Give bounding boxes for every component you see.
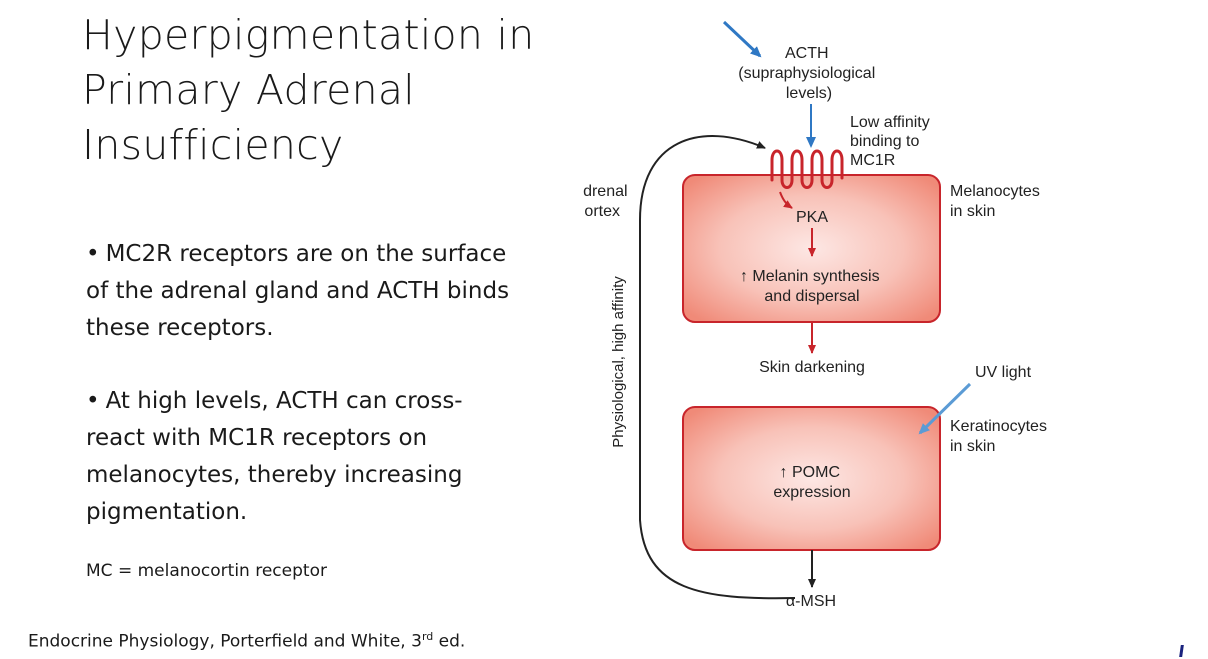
abbreviation-note: MC = melanocortin receptor xyxy=(86,561,327,581)
bullet-mc2r: •MC2R receptors are on the surface of th… xyxy=(86,236,516,347)
skin-darkening-label: Skin darkening xyxy=(759,359,865,376)
melanin-label: ↑ Melanin synthesis and dispersal xyxy=(740,268,884,305)
bullet-mc1r: •At high levels, ACTH can cross-react wi… xyxy=(86,383,516,531)
alpha-msh-label: α-MSH xyxy=(786,593,836,610)
keratinocytes-label: Keratinocytes in skin xyxy=(950,418,1051,455)
melanocytes-label: Melanocytes in skin xyxy=(950,183,1044,220)
citation-text: Endocrine Physiology, Porterfield and Wh… xyxy=(28,631,422,652)
bullet-marker: • xyxy=(86,241,100,267)
physiological-pathway-label: Physiological, high affinity xyxy=(610,276,627,448)
bullet-text: At high levels, ACTH can cross-react wit… xyxy=(86,388,463,525)
receptor-to-pka-arrow xyxy=(779,191,793,209)
uv-light-arrow xyxy=(918,382,972,435)
title-line-2: Primary Adrenal xyxy=(82,66,416,114)
citation: Endocrine Physiology, Porterfield and Wh… xyxy=(28,630,465,652)
physiological-loop-arrow xyxy=(639,135,796,600)
binding-label: Low affinity binding to MC1R xyxy=(850,114,934,169)
citation-superscript: rd xyxy=(421,630,434,643)
bullet-text: MC2R receptors are on the surface of the… xyxy=(86,241,510,341)
adrenal-cortex-label: drenal ortex xyxy=(583,183,632,220)
title-line-3: Insufficiency xyxy=(82,121,344,169)
slide-title: Hyperpigmentation in Primary Adrenal Ins… xyxy=(82,8,552,173)
acth-label: ACTH (supraphysiological levels) xyxy=(738,45,879,102)
title-line-1: Hyperpigmentation in xyxy=(82,11,535,59)
bullet-marker: • xyxy=(86,388,100,414)
citation-suffix: ed. xyxy=(433,631,466,652)
acth-entry-arrow xyxy=(722,20,762,58)
mc1r-receptor-icon xyxy=(770,149,844,189)
pomc-label: ↑ POMC expression xyxy=(773,464,850,501)
uv-light-label: UV light xyxy=(975,364,1032,381)
pka-label: PKA xyxy=(796,209,828,226)
